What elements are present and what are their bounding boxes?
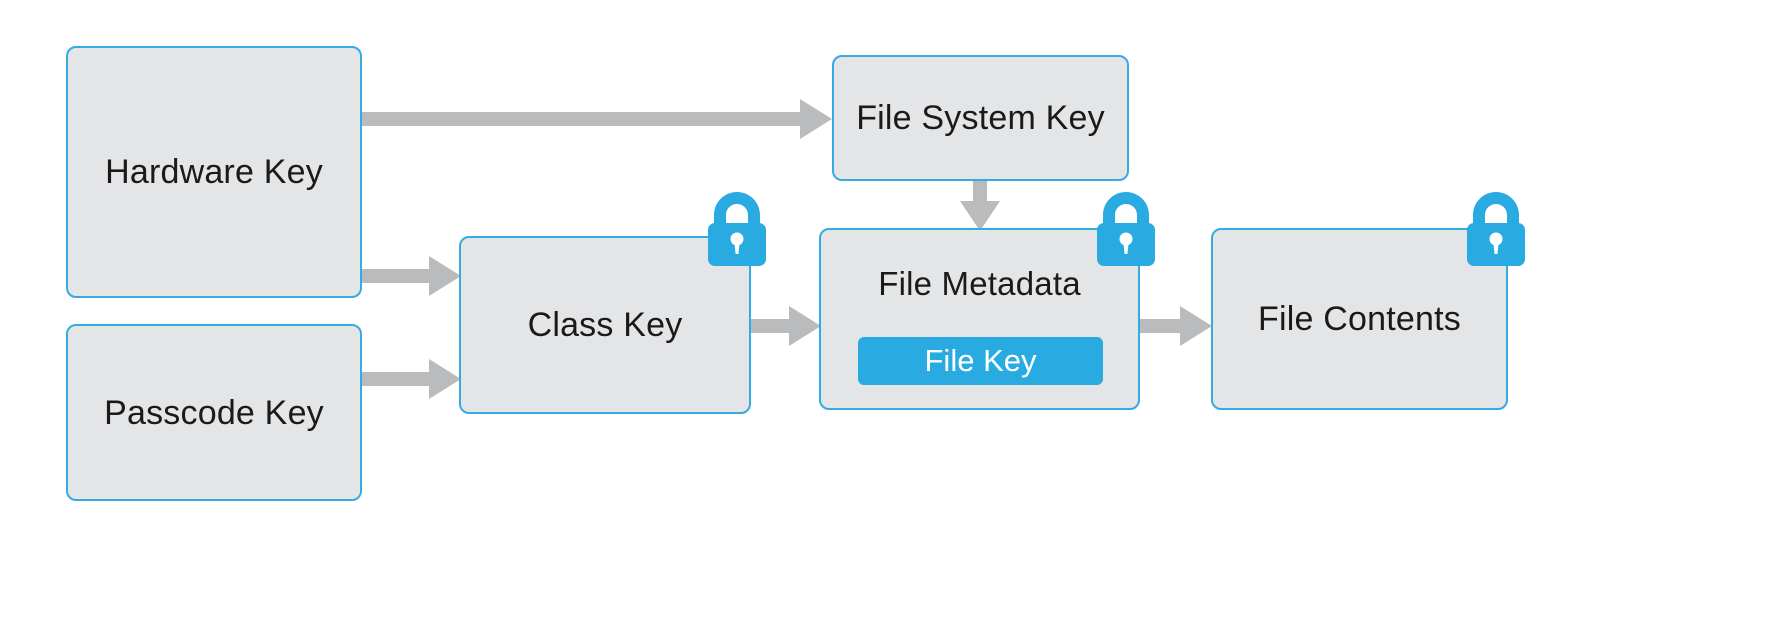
- node-passcode-key-label: Passcode Key: [104, 393, 324, 432]
- node-file-system-key[interactable]: File System Key: [832, 55, 1129, 181]
- file-key-pill[interactable]: File Key: [858, 337, 1103, 385]
- arrow-hardware-key-to-file-system-key: [362, 99, 832, 139]
- arrow-class-key-to-file-metadata: [751, 306, 821, 346]
- lock-icon-file-metadata: [1093, 190, 1159, 268]
- node-hardware-key[interactable]: Hardware Key: [66, 46, 362, 298]
- node-class-key-label: Class Key: [527, 306, 683, 344]
- node-file-contents-label: File Contents: [1258, 300, 1461, 338]
- arrow-hardware-key-to-class-key: [362, 256, 461, 296]
- lock-icon-class-key: [704, 190, 770, 268]
- arrow-file-system-key-to-file-metadata: [960, 181, 1000, 231]
- arrow-file-metadata-to-file-contents: [1140, 306, 1212, 346]
- node-file-contents[interactable]: File Contents: [1211, 228, 1508, 410]
- node-hardware-key-label: Hardware Key: [105, 153, 323, 191]
- lock-icon-file-contents: [1463, 190, 1529, 268]
- node-class-key[interactable]: Class Key: [459, 236, 751, 414]
- node-file-system-key-label: File System Key: [856, 99, 1105, 137]
- node-file-metadata-label: File Metadata: [878, 265, 1081, 302]
- file-key-pill-label: File Key: [924, 343, 1037, 378]
- node-passcode-key[interactable]: Passcode Key: [66, 324, 362, 501]
- arrow-passcode-key-to-class-key: [362, 359, 461, 399]
